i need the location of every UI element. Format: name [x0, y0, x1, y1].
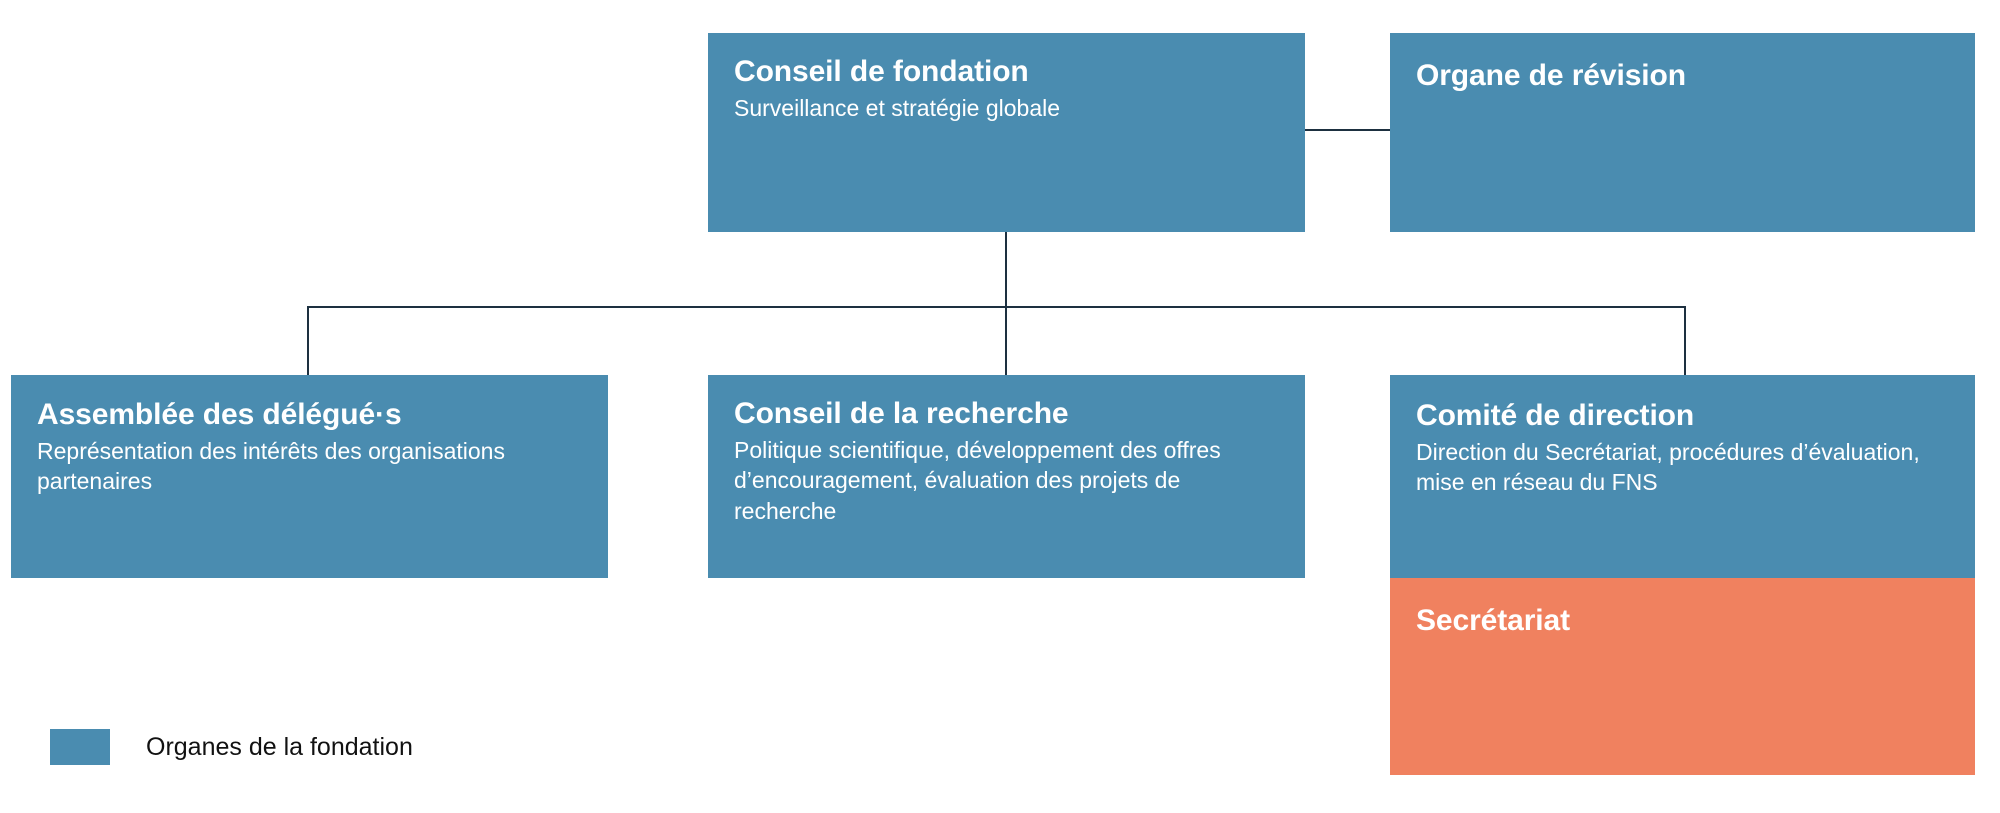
legend-label: Organes de la fondation	[146, 732, 413, 761]
node-title: Organe de révision	[1416, 59, 1686, 92]
node-organe-de-revision[interactable]: Organe de révision	[1390, 33, 1975, 232]
legend-swatch-foundation-organ	[50, 729, 110, 765]
connector-distribution-bar	[307, 306, 1686, 308]
legend: Organes de la fondation	[50, 729, 413, 765]
connector-conseil-fondation-to-organe-revision	[1305, 129, 1390, 131]
node-title: Conseil de fondation	[734, 55, 1029, 88]
node-title: Comité de direction	[1416, 399, 1695, 432]
node-conseil-de-la-recherche[interactable]: Conseil de la recherche Politique scient…	[708, 375, 1305, 578]
node-description: Représentation des intérêts des organisa…	[37, 437, 505, 495]
connector-drop-to-comite-direction	[1684, 306, 1686, 375]
node-description: Direction du Secrétariat, procédures d’é…	[1416, 438, 1920, 496]
node-assemblee-des-delegues[interactable]: Assemblée des délégué·s Représentation d…	[11, 375, 608, 578]
connector-drop-to-assemblee	[307, 306, 309, 375]
connector-stem-from-conseil-fondation	[1005, 232, 1007, 307]
node-title: Conseil de la recherche	[734, 397, 1069, 430]
node-description: Politique scientifique, développement de…	[734, 436, 1221, 524]
node-title: Assemblée des délégué·s	[37, 398, 402, 431]
node-conseil-de-fondation[interactable]: Conseil de fondation Surveillance et str…	[708, 33, 1305, 232]
connector-drop-to-conseil-recherche	[1005, 306, 1007, 375]
node-secretariat[interactable]: Secrétariat	[1390, 578, 1975, 775]
node-comite-de-direction[interactable]: Comité de direction Direction du Secréta…	[1390, 375, 1975, 578]
node-description: Surveillance et stratégie globale	[734, 94, 1061, 121]
node-title: Secrétariat	[1416, 604, 1570, 637]
